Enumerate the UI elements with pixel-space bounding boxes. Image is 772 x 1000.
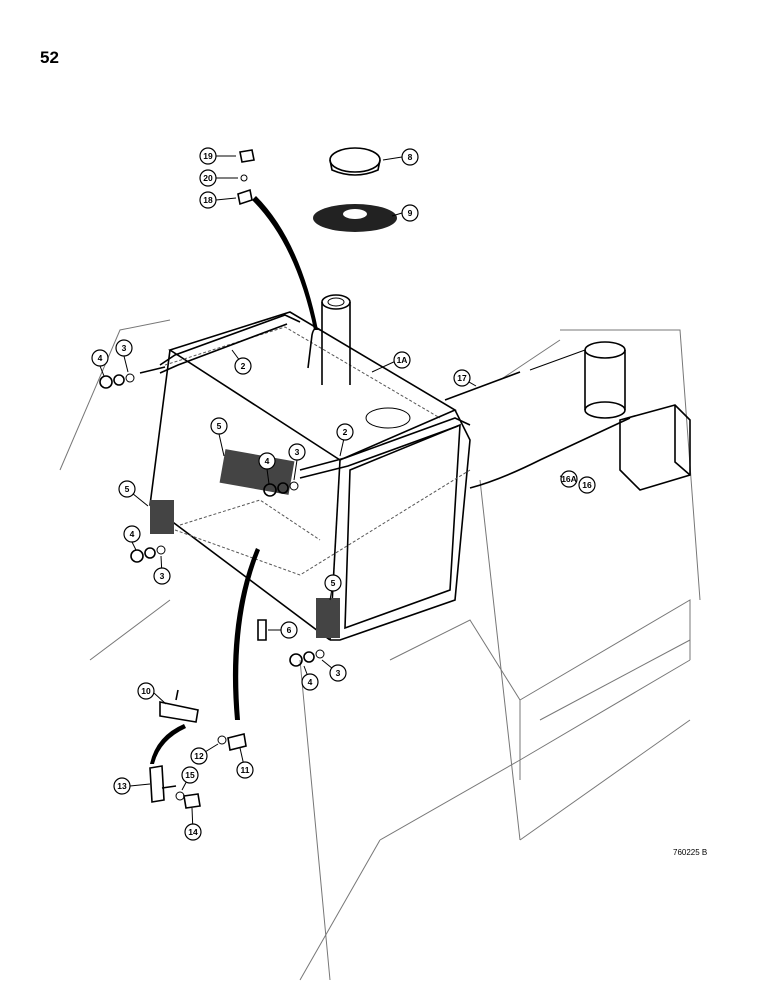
callout-13: 13	[113, 777, 131, 795]
fuel-tank	[149, 294, 471, 641]
svg-text:4: 4	[98, 353, 103, 363]
svg-text:4: 4	[265, 456, 270, 466]
svg-text:9: 9	[408, 208, 413, 218]
svg-text:12: 12	[194, 751, 204, 761]
callout-9: 9	[401, 204, 419, 222]
svg-text:5: 5	[331, 578, 336, 588]
svg-text:3: 3	[336, 668, 341, 678]
svg-text:17: 17	[457, 373, 467, 383]
callout-4-upper-left: 4	[91, 349, 109, 367]
callout-8: 8	[401, 148, 419, 166]
svg-text:15: 15	[185, 770, 195, 780]
svg-text:16: 16	[582, 480, 592, 490]
callout-4-middle: 4	[258, 452, 276, 470]
callout-4-bottom: 4	[301, 673, 319, 691]
svg-text:10: 10	[141, 686, 151, 696]
callout-2-side-strap: 2	[336, 423, 354, 441]
callout-2-top-strap: 2	[234, 357, 252, 375]
svg-text:5: 5	[217, 421, 222, 431]
svg-text:14: 14	[188, 827, 198, 837]
callout-19: 19	[199, 147, 217, 165]
leader-lines	[99, 155, 570, 833]
fuel-line	[444, 371, 631, 489]
rubber-pads	[150, 449, 340, 638]
callout-11: 11	[236, 761, 254, 779]
callout-17: 17	[453, 369, 471, 387]
tank-straps	[139, 314, 471, 479]
svg-text:11: 11	[241, 765, 250, 775]
callout-12: 12	[190, 747, 208, 765]
callout-1a: 1A	[393, 351, 411, 369]
callout-16a: 16A	[560, 470, 578, 488]
svg-text:3: 3	[160, 571, 165, 581]
callout-3-upper-left: 3	[115, 339, 133, 357]
callout-16: 16	[578, 476, 596, 494]
svg-text:1A: 1A	[397, 355, 408, 365]
machine-background-outline	[59, 319, 701, 981]
svg-text:5: 5	[125, 484, 130, 494]
callout-18: 18	[199, 191, 217, 209]
callout-14: 14	[184, 823, 202, 841]
svg-text:13: 13	[117, 781, 127, 791]
callout-10: 10	[137, 682, 155, 700]
svg-text:16A: 16A	[561, 474, 577, 484]
callout-3-bottom: 3	[329, 664, 347, 682]
svg-text:4: 4	[130, 529, 135, 539]
drawing-code: 760225 B	[673, 848, 708, 857]
svg-text:20: 20	[203, 173, 213, 183]
svg-text:3: 3	[122, 343, 127, 353]
callout-3-middle: 3	[288, 443, 306, 461]
callout-6: 6	[280, 621, 298, 639]
callout-5-top-pad: 5	[210, 417, 228, 435]
callout-4-lower-left: 4	[123, 525, 141, 543]
callout-15: 15	[181, 766, 199, 784]
svg-text:6: 6	[287, 625, 292, 635]
callout-5-left-pad: 5	[118, 480, 136, 498]
page-number: 52	[40, 48, 59, 67]
svg-text:3: 3	[295, 447, 300, 457]
exploded-parts	[99, 147, 397, 809]
svg-text:2: 2	[241, 361, 246, 371]
svg-text:19: 19	[203, 151, 213, 161]
svg-text:18: 18	[203, 195, 213, 205]
svg-text:2: 2	[343, 427, 348, 437]
callout-3-lower-left: 3	[153, 567, 171, 585]
svg-text:4: 4	[308, 677, 313, 687]
callout-20: 20	[199, 169, 217, 187]
svg-text:8: 8	[408, 152, 413, 162]
callout-group: 19 20 18 8 9 4 3 2 1A 17 5 2 4 3 5 4 3 5…	[91, 147, 596, 841]
fuel-filter-and-pump	[529, 341, 691, 491]
callout-5-bottom-pad: 5	[324, 574, 342, 592]
